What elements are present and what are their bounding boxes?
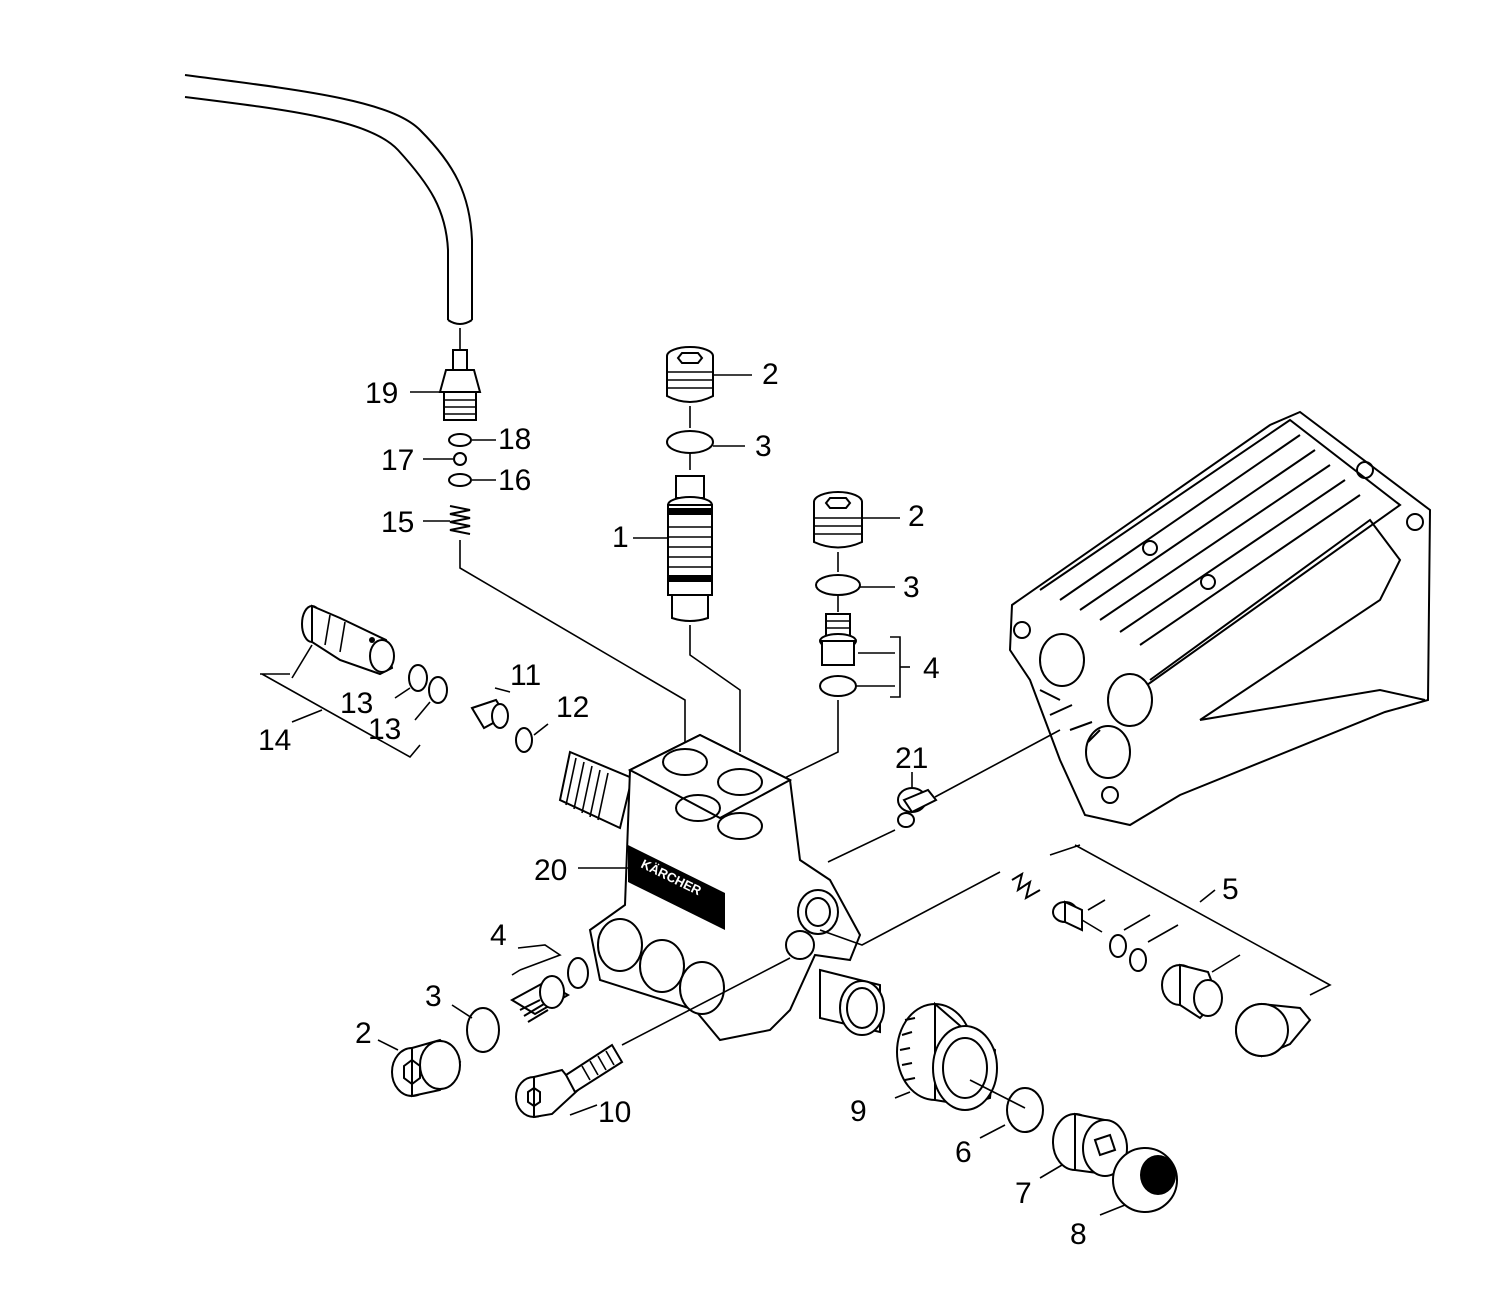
part-9-union-nut <box>896 1001 998 1111</box>
label-12: 12 <box>556 691 589 724</box>
label-4-left: 4 <box>490 919 507 952</box>
label-10: 10 <box>598 1096 631 1129</box>
part-2-plug-left <box>391 1038 462 1098</box>
part-6-o-ring <box>1006 1087 1044 1133</box>
part-14-valve-assembly <box>301 604 395 676</box>
part-3-seal-right <box>815 574 861 596</box>
label-19: 19 <box>365 377 398 410</box>
part-13-o-ring-a <box>408 664 428 692</box>
label-18: 18 <box>498 423 531 456</box>
part-5-o-ring-b <box>1129 948 1147 972</box>
part-2-plug-right <box>813 491 863 549</box>
label-14: 14 <box>258 724 291 757</box>
label-11: 11 <box>510 659 541 692</box>
part-4-o-ring-left <box>567 957 589 989</box>
label-6: 6 <box>955 1136 972 1169</box>
label-3-left: 3 <box>425 980 442 1013</box>
label-5: 5 <box>1222 873 1239 906</box>
label-2-left: 2 <box>355 1017 372 1050</box>
part-1-valve-cartridge <box>667 475 713 622</box>
part-4-o-ring-right <box>819 675 857 697</box>
label-8: 8 <box>1070 1218 1087 1251</box>
label-17: 17 <box>381 444 414 477</box>
part-2-plug-top <box>666 346 714 403</box>
part-3-seal-top <box>666 430 714 454</box>
crankcase-housing <box>1008 410 1432 827</box>
part-5-plug <box>1161 963 1223 1020</box>
part-20-pump-head: KÄRCHER <box>558 733 885 1042</box>
part-19-hose-nipple <box>438 328 482 421</box>
part-8-filter-cap <box>1112 1147 1178 1213</box>
part-12-o-ring <box>515 727 533 753</box>
part-17-ball <box>453 452 467 466</box>
label-4-right: 4 <box>923 652 940 685</box>
part-5-o-ring-a <box>1109 934 1127 958</box>
part-5-piston <box>1052 899 1106 933</box>
label-20: 20 <box>534 854 567 887</box>
part-4-valve-left <box>509 975 571 1023</box>
label-16: 16 <box>498 464 531 497</box>
hose <box>184 74 473 325</box>
part-11-valve-insert <box>470 698 509 730</box>
label-7: 7 <box>1015 1177 1032 1210</box>
part-15-spring <box>449 505 471 535</box>
part-18-o-ring <box>448 433 472 447</box>
label-15: 15 <box>381 506 414 539</box>
part-4-valve-right <box>819 613 857 666</box>
label-3-top: 3 <box>755 430 772 463</box>
part-21-seal-sleeve <box>897 787 938 828</box>
part-13-o-ring-b <box>428 676 448 704</box>
part-5-spring <box>1011 871 1041 901</box>
part-10-bolt <box>515 1043 624 1119</box>
label-2-top: 2 <box>762 358 779 391</box>
label-21: 21 <box>895 742 928 775</box>
part-3-seal-left <box>466 1007 500 1053</box>
label-2-right: 2 <box>908 500 925 533</box>
label-9: 9 <box>850 1095 867 1128</box>
part-5-cap <box>1235 1002 1312 1058</box>
part-7-fitting <box>1052 1112 1128 1177</box>
label-3-right: 3 <box>903 571 920 604</box>
label-13-a: 13 <box>340 687 373 720</box>
part-16-o-ring <box>448 473 472 487</box>
label-1: 1 <box>612 521 629 554</box>
label-13-b: 13 <box>368 713 401 746</box>
